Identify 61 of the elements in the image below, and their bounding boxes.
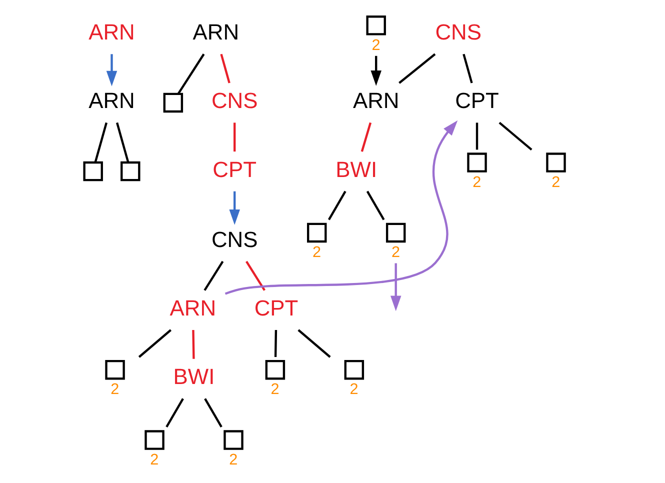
node-label: 2 — [229, 451, 238, 468]
node-box — [546, 152, 566, 172]
node-label: 2 — [312, 244, 322, 262]
arrow — [229, 191, 240, 225]
node-text: ARN — [88, 88, 135, 114]
arrow — [390, 263, 402, 312]
node-box — [120, 161, 140, 182]
connector — [192, 330, 195, 359]
node-box — [307, 222, 327, 243]
connector — [234, 122, 236, 152]
node-text: ARN — [170, 296, 216, 321]
node-label: 2 — [110, 381, 120, 398]
connector — [116, 122, 130, 163]
node-text: BWI — [336, 156, 378, 182]
arrow — [370, 56, 382, 86]
connector — [498, 122, 532, 151]
node-text: CPT — [254, 296, 298, 321]
connector — [476, 122, 478, 150]
node-text: BWI — [173, 364, 215, 390]
connector — [298, 329, 331, 358]
node-text: CNS — [211, 88, 258, 114]
node-box — [163, 92, 184, 113]
node-label: 2 — [150, 451, 159, 468]
arrow — [224, 120, 458, 295]
connector — [220, 54, 230, 84]
node-label: 2 — [372, 36, 380, 54]
connector — [204, 260, 224, 291]
connector — [166, 398, 184, 428]
node-box — [344, 360, 364, 380]
connector — [246, 260, 266, 291]
node-text: CPT — [455, 88, 499, 114]
node-box — [105, 360, 125, 380]
node-text: CPT — [212, 156, 257, 182]
node-box — [224, 430, 244, 450]
connector — [366, 190, 385, 220]
connector — [177, 54, 205, 94]
connector — [398, 53, 436, 84]
connector — [274, 330, 278, 358]
node-box — [386, 222, 406, 243]
connector — [462, 54, 473, 84]
node-text: ARN — [88, 20, 135, 45]
node-box — [144, 430, 164, 450]
connector — [328, 190, 346, 220]
arrow — [106, 54, 118, 86]
node-box — [83, 161, 103, 182]
node-label: 2 — [391, 244, 400, 262]
node-label: 2 — [472, 174, 482, 191]
connector — [94, 122, 108, 163]
connector — [360, 122, 372, 152]
node-text: ARN — [352, 88, 400, 114]
node-box — [366, 16, 386, 36]
node-label: 2 — [270, 381, 280, 398]
node-label: 2 — [552, 174, 560, 191]
node-text: CNS — [435, 20, 482, 45]
node-text: ARN — [192, 20, 240, 45]
connector — [138, 329, 172, 358]
node-label: 2 — [350, 381, 358, 398]
connector — [204, 398, 222, 428]
node-box — [467, 152, 487, 172]
node-box — [265, 360, 286, 380]
node-text: CNS — [211, 226, 258, 252]
